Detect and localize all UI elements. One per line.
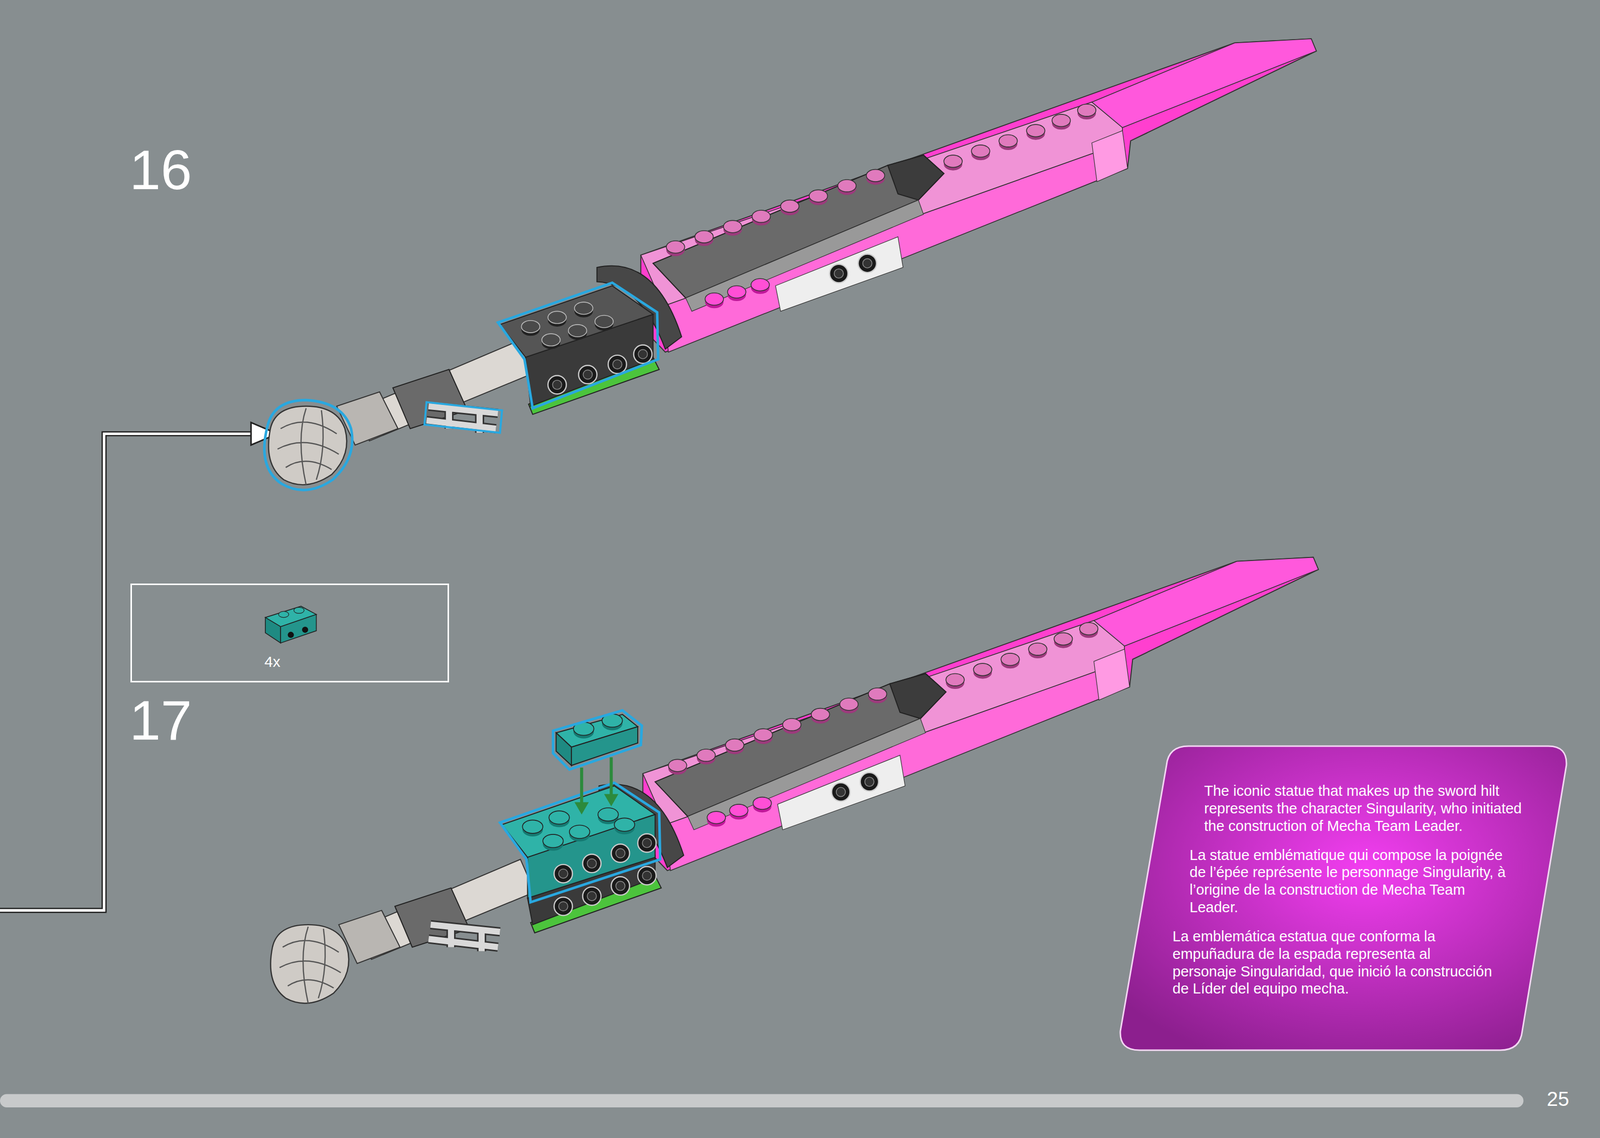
note-paragraph: The iconic statue that makes up the swor… [1204, 782, 1526, 835]
quantity-label: 4x [264, 653, 281, 671]
page-number: 25 [1546, 1088, 1570, 1109]
added-part [552, 710, 642, 815]
note-paragraph: La statue emblématique qui compose la po… [1189, 846, 1511, 917]
info-panel: The iconic statue that makes up the swor… [1118, 745, 1569, 1052]
page-bar [0, 1094, 1524, 1108]
parts-callout-box: 4x [130, 583, 450, 683]
note-paragraph: La emblemática estatua que conforma la e… [1172, 927, 1494, 998]
sword-step-16 [264, 38, 1317, 490]
part-icon [265, 606, 317, 643]
step-number: 16 [129, 141, 193, 199]
step-number: 17 [129, 692, 193, 749]
